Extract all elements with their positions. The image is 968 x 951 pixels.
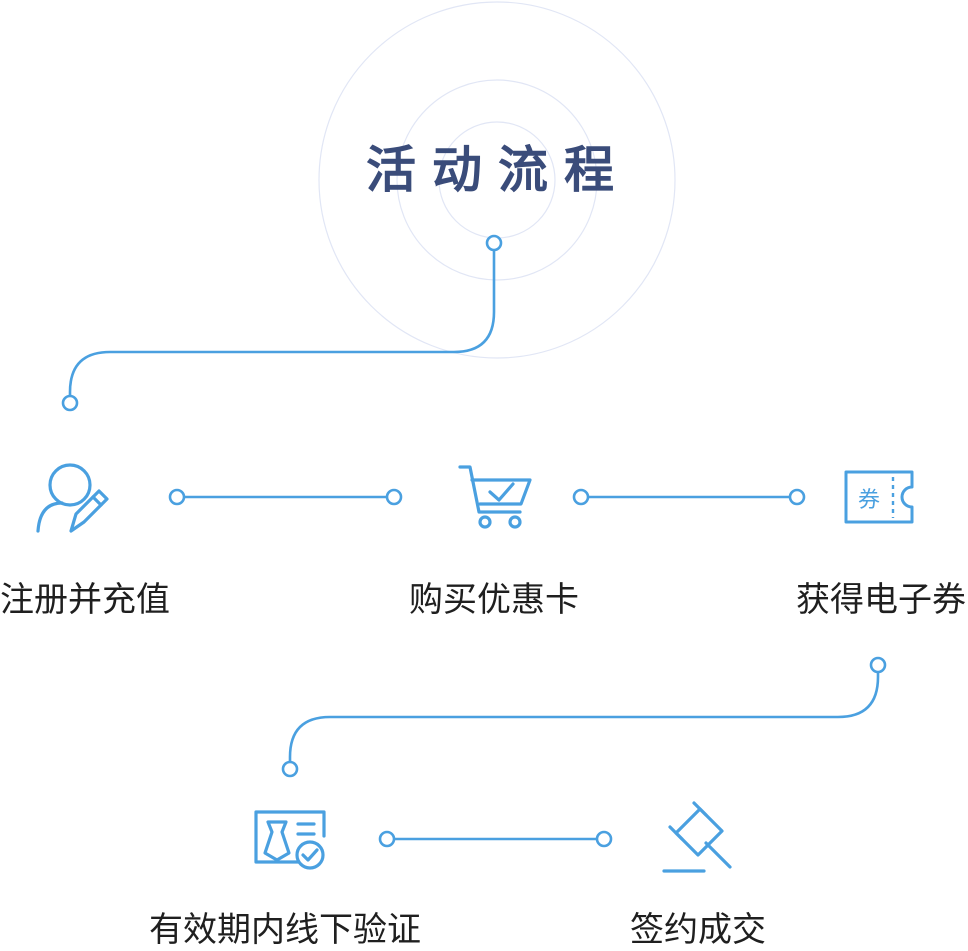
connector-dot [595,830,613,848]
connector-title-to-step1 [68,250,496,396]
id-card-verify-icon [254,810,326,870]
connector-step3-to-step4 [288,672,880,762]
page-title: 活动流程 [366,141,630,199]
shopping-cart-icon [458,465,532,529]
connector-dot [378,830,396,848]
ticket-icon-text: 券 [858,488,880,513]
connector-dot [869,656,887,674]
gavel-icon [662,801,732,873]
title-ring-middle [396,79,598,281]
connector-dot [572,488,590,506]
step-label-register-topup: 注册并充值 [0,580,170,620]
ticket-icon: 券 [844,470,914,524]
connector-dot [485,234,503,252]
connector-dot [788,488,806,506]
connector-dot [385,488,403,506]
step-label-buy-discount-card: 购买优惠卡 [409,580,579,620]
connector-dot [281,760,299,778]
step-label-offline-verify: 有效期内线下验证 [149,910,421,950]
user-edit-icon [36,463,109,533]
connector-dot [61,394,79,412]
step-label-sign-deal: 签约成交 [630,910,766,950]
step-label-get-e-voucher: 获得电子券 [796,580,966,620]
title-ring-outer [318,1,676,359]
connector-dot [168,488,186,506]
